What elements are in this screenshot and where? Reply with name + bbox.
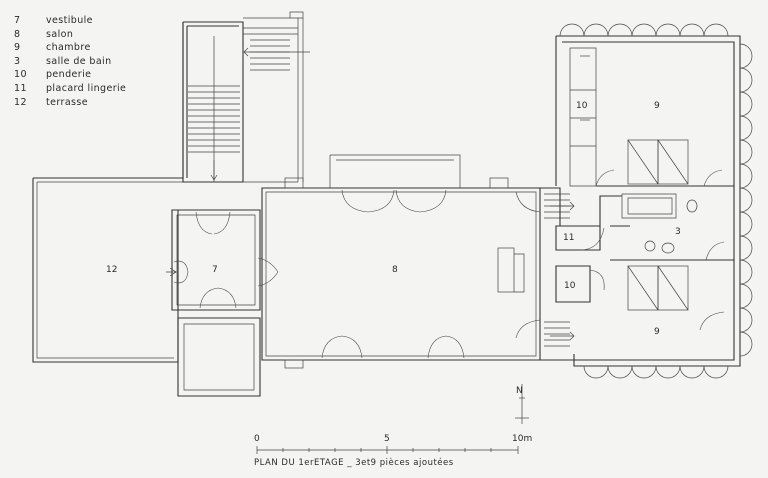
room-label-placard: 11 <box>563 233 574 243</box>
vestibule-room <box>166 209 279 311</box>
salon-room <box>261 154 541 369</box>
room-label-penderie-top: 10 <box>576 101 588 111</box>
room-label-penderie-bottom: 10 <box>564 281 576 291</box>
legend-item: 3 salle de bain <box>14 55 126 69</box>
legend-number: 3 <box>14 55 21 67</box>
room-label-vestibule: 7 <box>212 265 218 275</box>
legend-number: 9 <box>14 42 21 54</box>
legend-number: 12 <box>14 96 27 108</box>
legend-label: salle de bain <box>46 55 112 67</box>
terrasse-outline <box>32 22 187 363</box>
placard-room <box>555 225 605 251</box>
scale-tick-5: 5 <box>384 434 390 444</box>
legend-item: 8 salon <box>14 28 126 42</box>
staircase <box>182 11 310 183</box>
right-wing <box>555 35 741 367</box>
legend-label: penderie <box>46 69 92 81</box>
legend-number: 7 <box>14 15 21 26</box>
plan-caption: PLAN DU 1erETAGE _ 3et9 pièces ajoutées <box>254 458 454 468</box>
room-label-terrasse: 12 <box>106 265 117 275</box>
legend-item: 12 terrasse <box>14 96 126 110</box>
room-label-salle-de-bain: 3 <box>675 227 681 237</box>
corridor <box>515 187 622 361</box>
legend-number: 10 <box>14 69 27 81</box>
legend-item: 7 vestibule <box>14 14 126 28</box>
legend-number: 11 <box>14 82 27 94</box>
scale-tick-10: 10m <box>512 434 532 444</box>
penderie-bottom-room <box>555 265 605 303</box>
legend-number: 8 <box>14 28 21 40</box>
legend-label: placard lingerie <box>46 82 127 94</box>
legend-label: terrasse <box>46 96 88 108</box>
legend-item: 11 placard lingerie <box>14 82 126 96</box>
annexe-block <box>177 317 261 397</box>
north-label: N <box>516 386 523 396</box>
scale-tick-0: 0 <box>254 434 260 444</box>
room-label-chambre-bottom: 9 <box>654 327 660 337</box>
room-label-chambre-top: 9 <box>654 101 660 111</box>
legend-label: vestibule <box>46 15 93 26</box>
legend-item: 10 penderie <box>14 68 126 82</box>
legend-label: chambre <box>46 42 91 54</box>
scale-bar: 0 5 10m <box>254 434 532 454</box>
north-arrow: N <box>515 384 529 424</box>
legend-label: salon <box>46 28 74 40</box>
room-label-salon: 8 <box>392 265 398 275</box>
awning-scallops <box>559 23 753 379</box>
legend-item: 9 chambre <box>14 41 126 55</box>
annexe-inner <box>183 323 255 391</box>
legend: 7 vestibule 8 salon 9 chambre 3 salle de bai… <box>14 14 126 109</box>
